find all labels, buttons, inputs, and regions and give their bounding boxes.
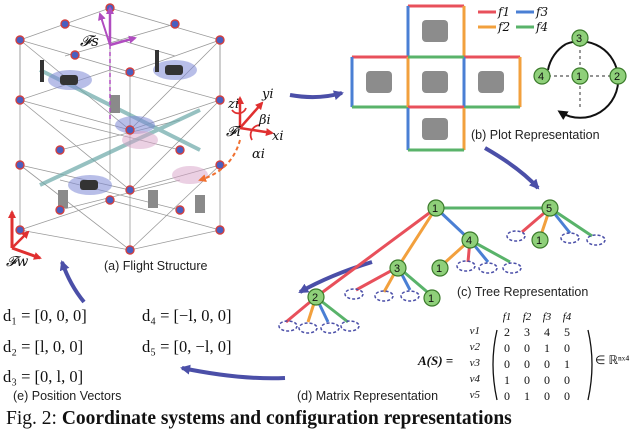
tree-node-5-label: 5 [546,203,552,215]
legend-label-f4: f4 [535,20,548,34]
matrix-cell: 2 [504,325,510,339]
plot-grid [350,4,522,152]
matrix-cell: 0 [504,357,510,371]
connector-nodes [15,3,225,255]
cycle-node-1-label: 1 [576,71,582,83]
panel-label-matrix-representation: (d) Matrix Representation [297,389,439,403]
matrix-cell: 3 [524,325,530,339]
cycle-graph [533,29,627,120]
matrix-cell: 0 [544,373,550,387]
cycle-node-2 [609,67,627,85]
world-frame-label: 𝓕w [6,254,28,270]
cycle-node-3 [571,29,589,47]
matrix-row-label: v3 [469,357,480,369]
cycle-node-2-label: 2 [614,71,620,83]
position-vector-d4: d₄ = [−l, 0, 0] [142,306,232,325]
flow-arrows [59,90,540,381]
matrix-cell: 0 [564,341,570,355]
tree-node-3 [389,259,407,277]
matrix-cell: 0 [564,373,570,387]
panel-label-flight-structure: (a) Flight Structure [104,259,208,273]
tree-leaf-slots [278,230,606,334]
matrix-cell: 0 [564,389,570,403]
axis-x-label: xi [272,129,284,144]
matrix-cell: 0 [524,373,530,387]
cycle-node-4 [533,67,551,85]
matrix-lhs: A(S) = [418,353,454,368]
drone-frame-label: 𝓕i [226,124,241,140]
panel-label-position-vectors: (e) Position Vectors [13,389,122,403]
matrix-col-label: f1 [502,311,512,323]
matrix-cell: 0 [504,389,510,403]
caption-title: Coordinate systems and configuration rep… [61,408,512,429]
adjacency-matrix: A(S) = f1 f2 f3 f4 v1 v2 v3 v4 v5 2 3 4 … [418,311,629,407]
plot-legend [478,10,534,29]
tree-node-2-label: 2 [312,292,318,304]
matrix-row-label: v2 [469,341,480,353]
structure-frame-axes [98,6,137,120]
matrix-col-label: f2 [522,311,532,323]
matrix-cell: 1 [504,373,510,387]
tree-node-1 [427,199,445,217]
tree-nodes [307,199,559,307]
tree-node-1d [423,289,441,307]
matrix-col-label: f4 [562,311,572,323]
cycle-node-4-label: 4 [538,71,544,83]
figure-caption: Fig. 2: Coordinate systems and configura… [6,408,638,430]
position-vector-d2: d₂ = [l, 0, 0] [3,337,84,356]
position-vector-d1: d₁ = [0, 0, 0] [3,306,87,325]
position-vector-d3: d₃ = [0, l, 0] [3,367,84,386]
world-frame-axes [8,210,42,260]
matrix-row-label: v5 [469,389,480,401]
matrix-cell: 5 [564,325,570,339]
matrix-cell: 1 [524,389,530,403]
matrix-col-label: f3 [542,311,552,323]
matrix-brackets [492,329,593,401]
matrix-row-label: v1 [469,325,480,337]
tree-node-1b [531,231,549,249]
matrix-row-label: v4 [469,373,480,385]
tree-node-3-label: 3 [394,263,400,275]
tree-node-4-label: 4 [466,235,472,247]
structure-frame-label: 𝓕s [80,32,99,50]
drone-frame-axes [198,96,274,183]
tree-node-2 [307,288,325,306]
position-vector-d5: d₅ = [0, −l, 0] [142,337,232,356]
matrix-cell: 0 [544,389,550,403]
legend-label-f3: f3 [535,5,548,19]
legend-label-f2: f2 [497,20,510,34]
angle-beta-label: βi [258,113,271,128]
tree-node-1c [431,259,449,277]
matrix-rhs: ∈ ℝⁿˣ⁴ [595,353,630,367]
legend-label-f1: f1 [497,5,510,19]
axis-y-label: yi [261,87,274,102]
tree-node-5 [541,199,559,217]
axis-z-label: zi [227,97,239,112]
matrix-cell: 0 [504,341,510,355]
matrix-cell: 1 [564,357,570,371]
tree-node-1b-label: 1 [536,235,542,247]
matrix-cell: 1 [544,341,550,355]
caption-prefix: Fig. 2: [6,408,62,429]
flight-structure-illustration: 𝓕s 𝓕w 𝓕i yi zi xi βi αi [6,3,284,270]
cycle-node-1 [571,67,589,85]
angle-alpha-label: αi [252,147,265,162]
matrix-cell: 0 [524,357,530,371]
matrix-cell: 0 [544,357,550,371]
tree-node-4 [461,231,479,249]
panel-label-plot-representation: (b) Plot Representation [471,128,600,142]
tree-node-1d-label: 1 [428,293,434,305]
tree-node-1-label: 1 [432,203,438,215]
tree-node-1c-label: 1 [436,263,442,275]
matrix-cell: 4 [544,325,550,339]
cycle-node-3-label: 3 [576,33,582,45]
panel-label-tree-representation: (c) Tree Representation [457,285,589,299]
matrix-cell: 0 [524,341,530,355]
